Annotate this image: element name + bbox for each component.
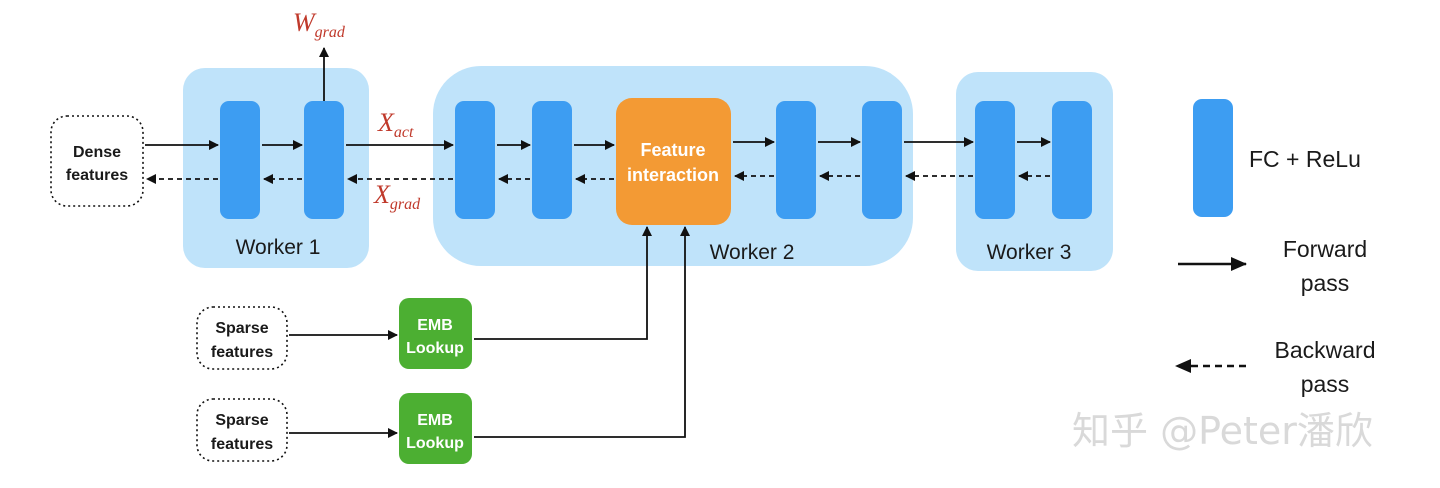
x-grad-label: Xgrad [373,180,421,213]
fc-block-w2-3 [776,101,816,219]
legend-fc-relu-label: FC + ReLu [1249,146,1361,172]
fc-block-w2-4 [862,101,902,219]
worker-1-label: Worker 1 [236,236,321,259]
fc-block-w2-2 [532,101,572,219]
fc-block-w3-2 [1052,101,1092,219]
x-act-label: Xact [377,108,414,141]
emb-lookup-label-2a: EMB [417,412,453,429]
legend-fc-block [1193,99,1233,217]
feature-interaction-label: Feature [640,140,705,160]
fc-block-w1-2 [304,101,344,219]
worker-3-label: Worker 3 [987,241,1072,264]
emb-lookup-label-1b: Lookup [406,340,464,357]
sparse-features-label-1b: features [211,344,273,361]
worker-2-label: Worker 2 [710,241,795,264]
sparse-features-label-2b: features [211,436,273,453]
fc-block-w1-1 [220,101,260,219]
w-grad-label: Wgrad [293,8,346,41]
emb-lookup-block-1 [399,298,472,369]
legend: FC + ReLu Forward pass Backward pass [1175,99,1376,397]
dense-features-label-2: features [66,167,128,184]
legend-backward-label-2: pass [1301,371,1350,397]
sparse-features-input-1 [196,306,288,370]
dense-features-input [50,115,144,207]
forward-arrows [145,47,1051,438]
legend-backward-label: Backward [1275,337,1376,363]
sparse-features-label-2a: Sparse [215,412,268,429]
watermark: 知乎 @Peter潘欣 [1072,409,1373,453]
backward-arrows [146,171,1050,184]
legend-forward-label-2: pass [1301,270,1350,296]
feature-interaction-block [616,98,731,225]
sparse-features-input-2 [196,398,288,462]
legend-forward-label: Forward [1283,236,1367,262]
fc-block-w3-1 [975,101,1015,219]
emb-lookup-label-1a: EMB [417,317,453,334]
fc-block-w2-1 [455,101,495,219]
dense-features-label: Dense [73,144,121,161]
emb-lookup-label-2b: Lookup [406,435,464,452]
sparse-features-label-1a: Sparse [215,320,268,337]
emb-lookup-block-2 [399,393,472,464]
feature-interaction-label-2: interaction [627,165,719,185]
